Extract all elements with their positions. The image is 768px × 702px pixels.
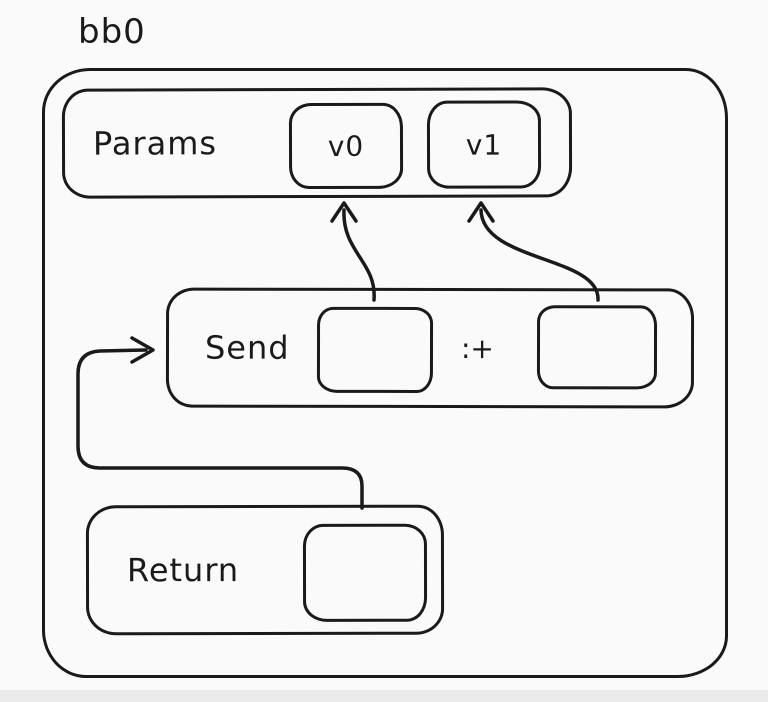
return-node: Return	[85, 504, 445, 636]
basic-block-label: bb0	[78, 12, 146, 52]
send-node: Send :+	[165, 287, 695, 409]
param-value-v1: v1	[426, 100, 542, 189]
param-value-v1-label: v1	[465, 128, 503, 162]
params-node: Params v0 v1	[61, 87, 573, 199]
param-value-v0-label: v0	[327, 129, 365, 163]
params-label: Params	[92, 124, 218, 163]
send-arg-slot-1	[316, 306, 434, 394]
send-label: Send	[204, 328, 290, 367]
send-arg-slot-2	[536, 305, 658, 390]
page-margin-strip	[0, 690, 768, 702]
basic-block-container	[42, 68, 728, 678]
return-label: Return	[126, 551, 240, 590]
param-value-v0: v0	[288, 102, 404, 190]
send-operator-label: :+	[460, 331, 494, 365]
return-value-slot	[302, 523, 428, 622]
